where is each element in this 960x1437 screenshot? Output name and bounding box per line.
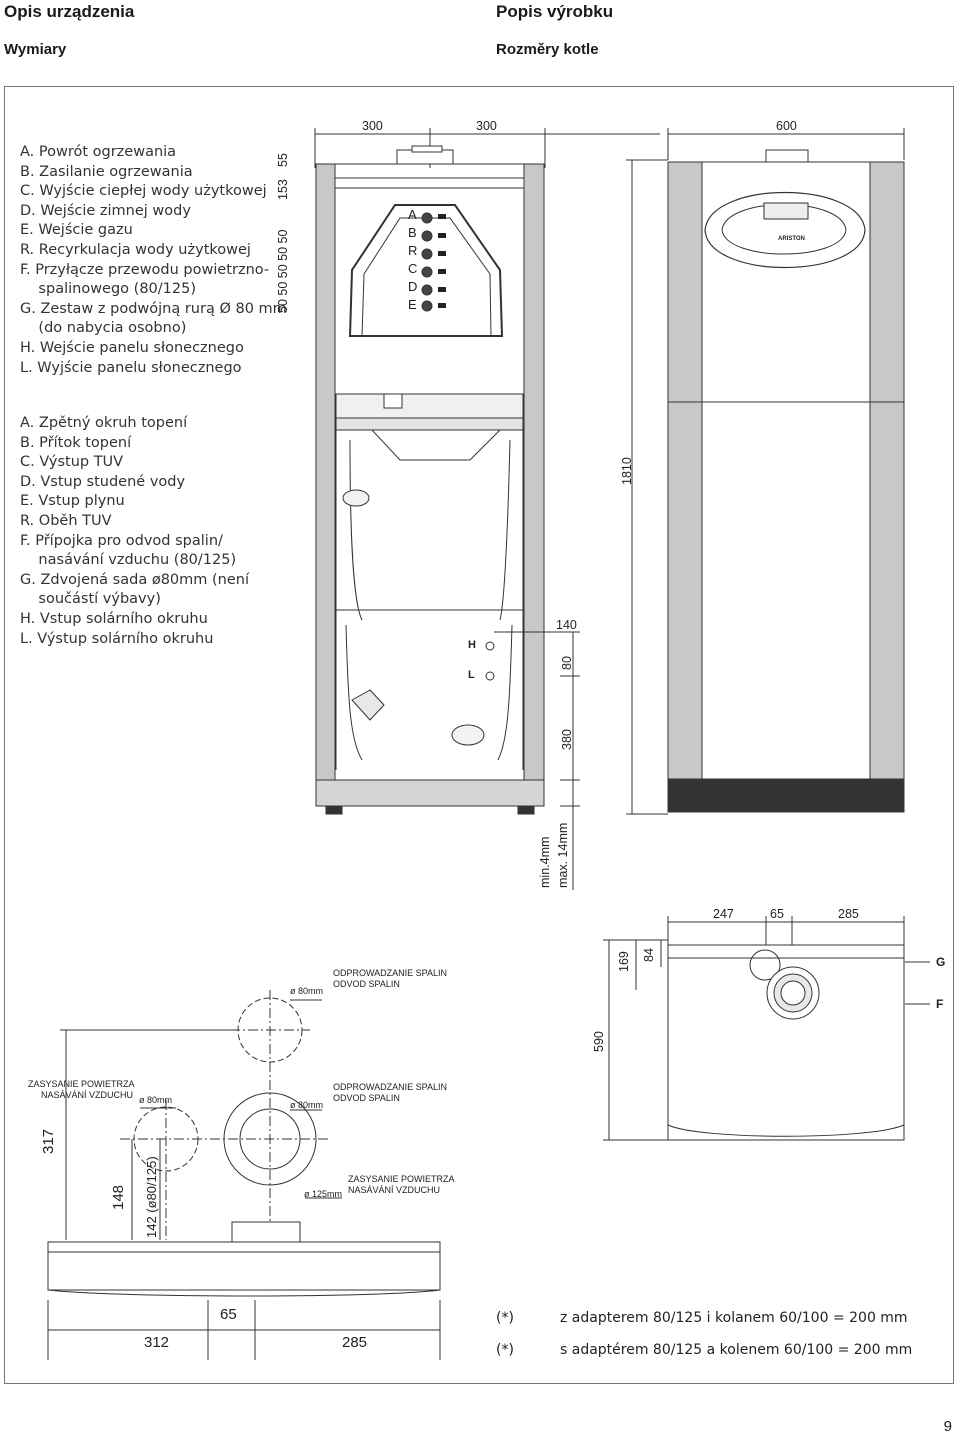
- dim-80: 80: [560, 656, 574, 670]
- page-number: 9: [943, 1418, 952, 1435]
- dim-169: 169: [617, 951, 631, 972]
- flue-out-a2: ODVOD SPALIN: [333, 979, 400, 989]
- note-polish: z adapterem 80/125 i kolanem 60/100 = 20…: [560, 1310, 908, 1326]
- legend-cz-item: nasávání vzduchu (80/125): [20, 552, 237, 569]
- legend-pl-item: R. Recyrkulacja wody użytkowej: [20, 241, 251, 258]
- dim-140: 140: [556, 618, 577, 632]
- dim-590: 590: [592, 1031, 606, 1052]
- dim-317: 317: [40, 1128, 57, 1154]
- legend-pl-item: B. Zasilanie ogrzewania: [20, 163, 193, 180]
- legend-cz-item: G. Zdvojená sada ø80mm (není: [20, 571, 249, 588]
- legend-cz-item: součástí výbavy): [20, 591, 161, 608]
- dim-312: 312: [144, 1334, 170, 1351]
- dim-55: 55: [276, 153, 290, 167]
- legend-pl-item: (do nabycia osobno): [20, 320, 187, 337]
- dim-50-stack: 50 50 50 50 50: [276, 229, 290, 313]
- dim-65-bottom: 65: [220, 1306, 237, 1323]
- label-l: L: [468, 669, 475, 681]
- dim-148: 148: [110, 1184, 127, 1210]
- note-mark-2: (*): [496, 1342, 514, 1358]
- flue-d80-b: ø 80mm: [139, 1095, 173, 1105]
- flue-d80-a: ø 80mm: [290, 986, 324, 996]
- connector-letter: E: [408, 297, 417, 312]
- drawing-frame: [4, 86, 954, 1384]
- flue-in-d1: ZASYSANIE POWIETRZA: [348, 1174, 455, 1184]
- legend-cz-item: D. Vstup studené vody: [20, 473, 186, 490]
- brand-logo: ARISTON: [778, 236, 805, 242]
- legend-cz-item: F. Přípojka pro odvod spalin/: [20, 532, 223, 549]
- legend-cz-item: H. Vstup solárního okruhu: [20, 610, 208, 627]
- dim-285-top: 285: [838, 907, 859, 921]
- connector-letter: A: [408, 207, 417, 222]
- label-h: H: [468, 639, 476, 651]
- label-f: F: [936, 997, 944, 1011]
- dim-300-right: 300: [476, 119, 497, 133]
- header-right-title: Popis výrobku: [496, 2, 614, 21]
- legend-pl-item: spalinowego (80/125): [20, 281, 196, 298]
- legend-pl-item: D. Wejście zimnej wody: [20, 202, 191, 219]
- legend-pl-item: H. Wejście panelu słonecznego: [20, 339, 244, 356]
- dim-285-bottom: 285: [342, 1334, 368, 1351]
- flue-in-b2: NASÁVÁNÍ VZDUCHU: [41, 1090, 134, 1100]
- dim-1810: 1810: [620, 457, 634, 485]
- dim-max-gap: max. 14mm: [556, 822, 570, 888]
- flue-d125: ø 125mm: [304, 1189, 343, 1199]
- legend-cz-item: R. Oběh TUV: [20, 512, 112, 529]
- dim-min-gap: min.4mm: [538, 836, 552, 888]
- flue-in-d2: NASÁVÁNÍ VZDUCHU: [348, 1185, 441, 1195]
- legend-pl-item: G. Zestaw z podwójną rurą Ø 80 mm: [20, 300, 287, 317]
- legend-pl-item: E. Wejście gazu: [20, 222, 133, 239]
- legend-polish: A. Powrót ogrzewania B. Zasilanie ogrzewa…: [20, 143, 287, 378]
- dim-65-top: 65: [770, 907, 784, 921]
- legend-cz-item: B. Přítok topení: [20, 434, 132, 451]
- dim-600: 600: [776, 119, 797, 133]
- connector-letter: B: [408, 225, 417, 240]
- header-right-subtitle: Rozměry kotle: [496, 41, 599, 58]
- legend-pl-item: C. Wyjście ciepłej wody użytkowej: [20, 183, 267, 200]
- legend-pl-item: F. Przyłącze przewodu powietrzno-: [20, 261, 270, 278]
- dim-153: 153: [276, 179, 290, 200]
- flue-out-c2: ODVOD SPALIN: [333, 1093, 400, 1103]
- flue-layout-view: [47, 990, 441, 1360]
- legend-cz-item: A. Zpětný okruh topení: [20, 415, 188, 431]
- legend-cz-item: L. Výstup solárního okruhu: [20, 630, 214, 647]
- header-left-subtitle: Wymiary: [4, 41, 67, 58]
- legend-pl-item: L. Wyjście panelu słonecznego: [20, 359, 242, 376]
- dim-247: 247: [713, 907, 734, 921]
- connector-letter: R: [408, 243, 418, 258]
- dim-142: 142 (ø80/125): [144, 1156, 159, 1238]
- connector-letter: D: [408, 279, 418, 294]
- note-mark-1: (*): [496, 1310, 514, 1326]
- legend-cz-item: E. Vstup plynu: [20, 493, 125, 510]
- note-czech: s adaptérem 80/125 a kolenem 60/100 = 20…: [560, 1342, 913, 1358]
- flue-in-b1: ZASYSANIE POWIETRZA: [28, 1079, 135, 1089]
- flue-out-a1: ODPROWADZANIE SPALIN: [333, 968, 448, 978]
- front-view-closed: [626, 128, 905, 815]
- flue-out-c1: ODPROWADZANIE SPALIN: [333, 1082, 448, 1092]
- dim-380: 380: [560, 729, 574, 750]
- front-view-open: [314, 128, 660, 890]
- legend-cz-item: C. Výstup TUV: [20, 454, 124, 471]
- header-left-title: Opis urządzenia: [4, 2, 135, 21]
- connector-letter: C: [408, 261, 418, 276]
- top-view: [603, 916, 930, 1141]
- label-g: G: [936, 955, 946, 969]
- legend-pl-item: A. Powrót ogrzewania: [20, 144, 177, 160]
- dim-84: 84: [642, 948, 656, 962]
- dim-300-left: 300: [362, 119, 383, 133]
- flue-d80-c: ø 80mm: [290, 1100, 324, 1110]
